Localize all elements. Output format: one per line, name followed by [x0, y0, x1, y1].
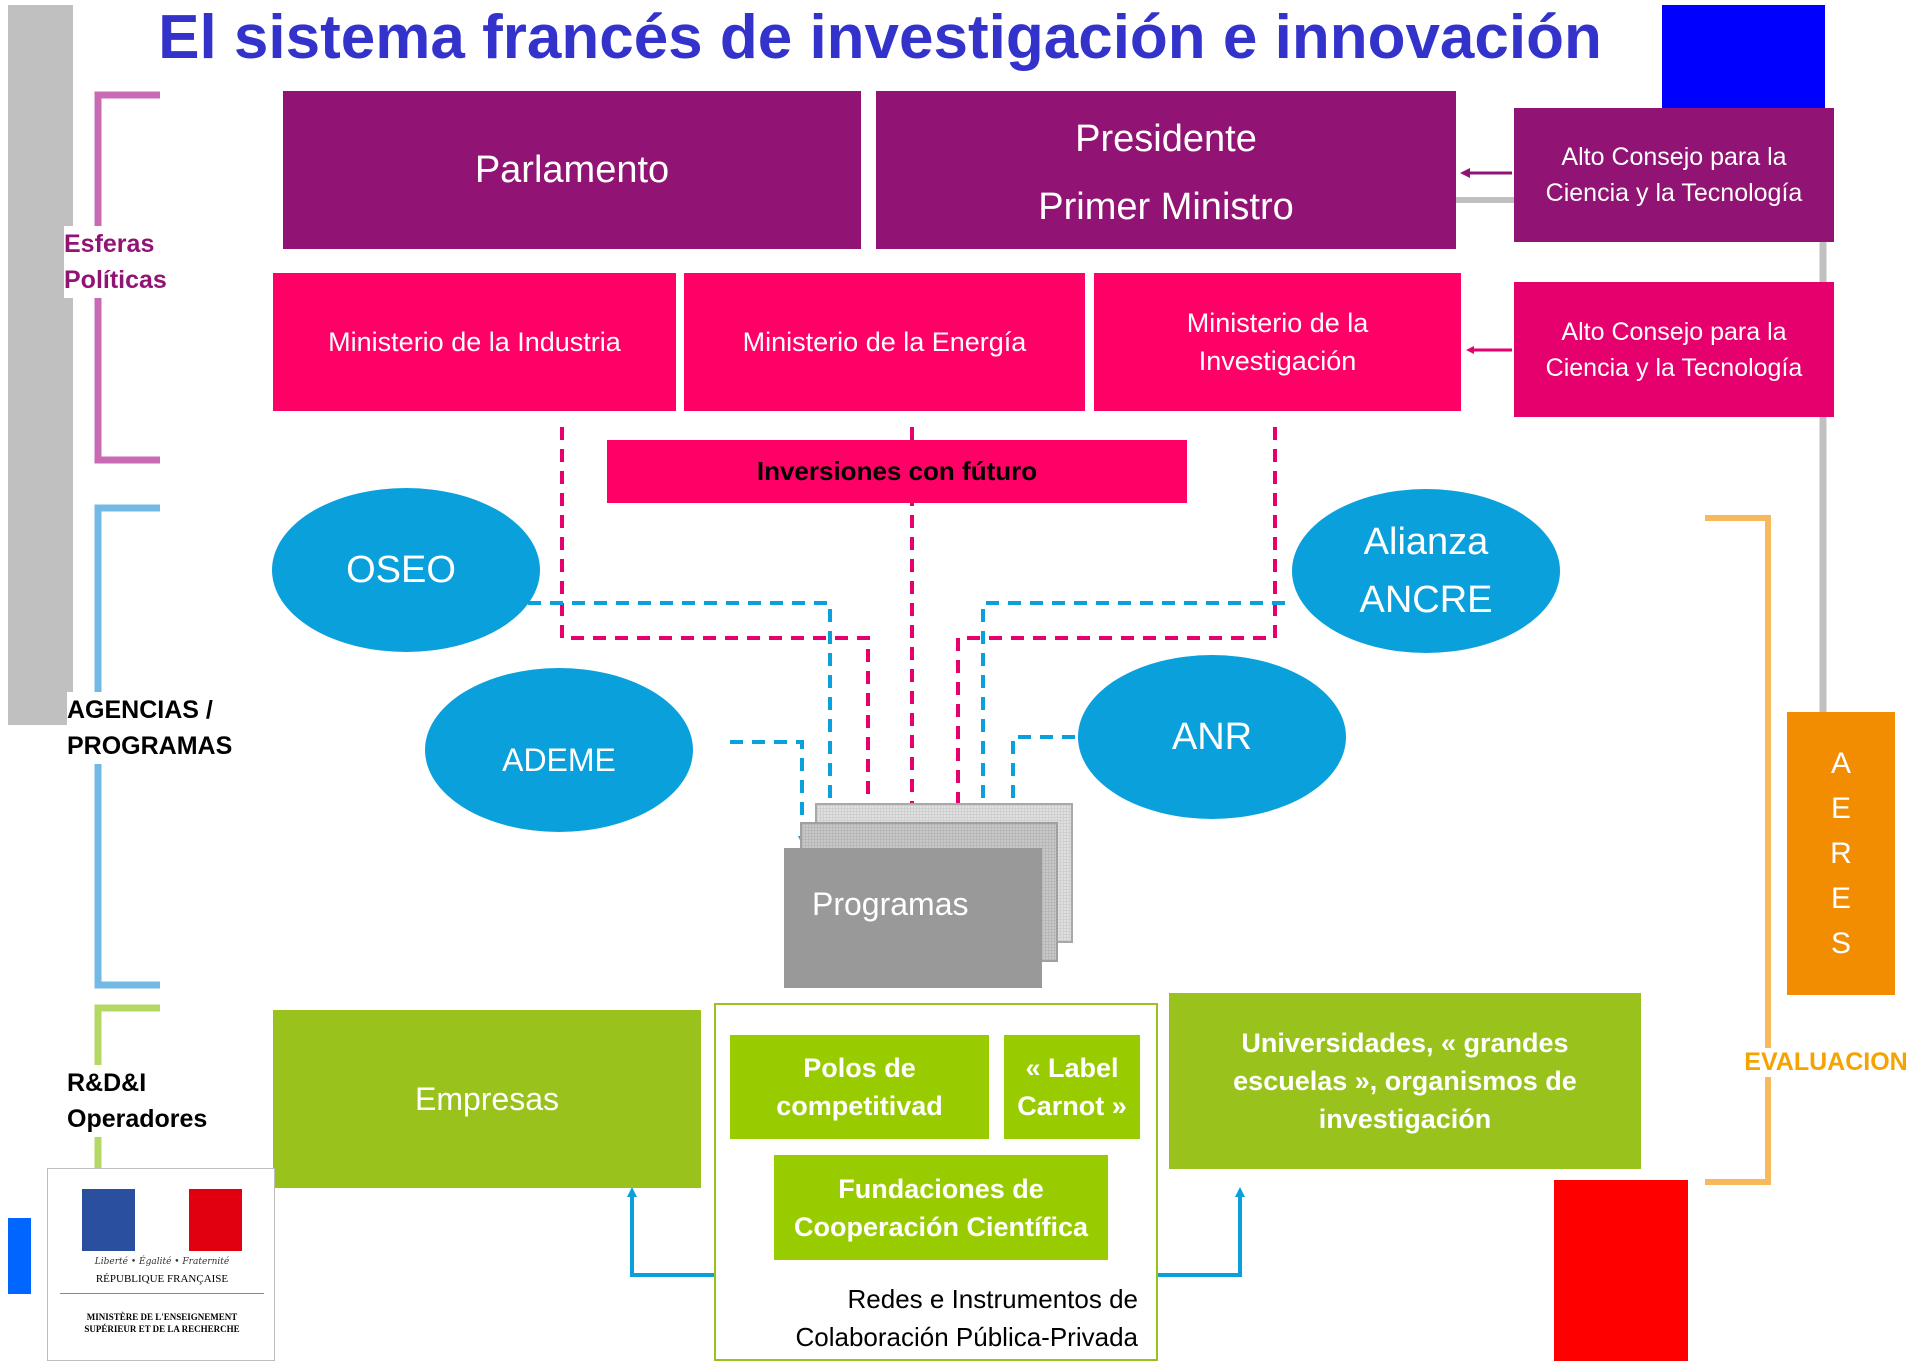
- aeres-letter: E: [1830, 792, 1851, 825]
- anr-ellipse: ANR: [1078, 655, 1346, 819]
- ministerio-industria-label: Ministerio de la Industria: [328, 326, 621, 357]
- parlamento-label: Parlamento: [474, 148, 670, 191]
- blue-square-decoration: [1662, 5, 1825, 110]
- label-carnot-box: « Label Carnot »: [1004, 1035, 1140, 1139]
- ministerio-investigacion-box: Ministerio de la Investigación: [1094, 273, 1461, 411]
- empresas-box: Empresas: [273, 1010, 701, 1188]
- fundaciones-label: Fundaciones de Cooperación Científica: [793, 1173, 1089, 1242]
- alianza-ancre-ellipse: Alianza ANCRE: [1292, 489, 1560, 653]
- oseo-ellipse: OSEO: [272, 488, 540, 652]
- ministere-logo: Liberté • Égalité • Fraternité RÉPUBLIQU…: [47, 1168, 275, 1361]
- inversiones-box: Inversiones con fúturo: [607, 440, 1187, 503]
- aeres-letter: R: [1830, 837, 1852, 870]
- universidades-label: Universidades, « grandes escuelas », org…: [1233, 1028, 1577, 1134]
- section-label-political: Esferas Políticas: [64, 226, 194, 298]
- universidades-box: Universidades, « grandes escuelas », org…: [1169, 993, 1641, 1169]
- aeres-box: A E R E S: [1787, 712, 1895, 995]
- ministerio-investigacion-label: Ministerio de la Investigación: [1186, 308, 1369, 376]
- arrow-redes-to-empresas: [627, 1187, 714, 1277]
- anr-label: ANR: [1171, 715, 1253, 758]
- programas-box: Programas: [784, 848, 1042, 988]
- primer-ministro-label: Primer Ministro: [1038, 185, 1294, 228]
- programas-label: Programas: [812, 885, 969, 922]
- ministerio-industria-box: Ministerio de la Industria: [273, 273, 676, 411]
- logo-republique: RÉPUBLIQUE FRANÇAISE: [95, 1273, 229, 1285]
- polos-box: Polos de competitivad: [730, 1035, 989, 1139]
- logo-motto: Liberté • Égalité • Fraternité: [94, 1257, 230, 1267]
- logo-ministere: MINISTÈRE DE L'ENSEIGNEMENT SUPÉRIEUR ET…: [84, 1312, 240, 1334]
- empresas-label: Empresas: [414, 1080, 560, 1117]
- section-label-evaluation: EVALUACION: [1740, 1048, 1912, 1077]
- marianne-emblem: [82, 1189, 242, 1251]
- inversiones-label: Inversiones con fúturo: [756, 456, 1038, 486]
- aeres-letter: E: [1830, 882, 1851, 915]
- alto-consejo-box-1: Alto Consejo para la Ciencia y la Tecnol…: [1514, 108, 1834, 242]
- alto-consejo-label-2: Alto Consejo para la Ciencia y la Tecnol…: [1545, 317, 1803, 382]
- redes-label: Redes e Instrumentos de Colaboración Púb…: [795, 1284, 1138, 1352]
- bracket-evaluation: [1705, 515, 1771, 1185]
- alto-consejo-box-2: Alto Consejo para la Ciencia y la Tecnol…: [1514, 282, 1834, 417]
- ministerio-energia-label: Ministerio de la Energía: [742, 326, 1027, 357]
- arrow-redes-to-universidades: [1158, 1187, 1245, 1277]
- oseo-label: OSEO: [346, 548, 456, 591]
- aeres-letter: S: [1830, 927, 1851, 960]
- ministerio-energia-box: Ministerio de la Energía: [684, 273, 1085, 411]
- blue-small-bar-decoration: [8, 1218, 31, 1294]
- presidente-box: Presidente Primer Ministro: [876, 91, 1456, 249]
- presidente-label: Presidente: [1075, 117, 1257, 160]
- left-gray-bar: [8, 5, 73, 725]
- alto-consejo-label-1: Alto Consejo para la Ciencia y la Tecnol…: [1545, 143, 1803, 207]
- polos-label: Polos de competitivad: [776, 1053, 943, 1121]
- section-label-operators: R&D&I Operadores: [67, 1065, 217, 1137]
- section-label-agencies: AGENCIAS / PROGRAMAS: [67, 692, 257, 764]
- page-title: El sistema francés de investigación e in…: [158, 3, 1602, 72]
- ademe-label: ADEME: [502, 741, 616, 778]
- red-square-decoration: [1554, 1180, 1688, 1361]
- alianza-ancre-label: Alianza ANCRE: [1359, 521, 1493, 621]
- label-carnot-label: « Label Carnot »: [1017, 1053, 1127, 1121]
- aeres-letter: A: [1830, 747, 1851, 780]
- ademe-ellipse: ADEME: [425, 668, 693, 832]
- parlamento-box: Parlamento: [283, 91, 861, 249]
- fundaciones-box: Fundaciones de Cooperación Científica: [774, 1155, 1108, 1260]
